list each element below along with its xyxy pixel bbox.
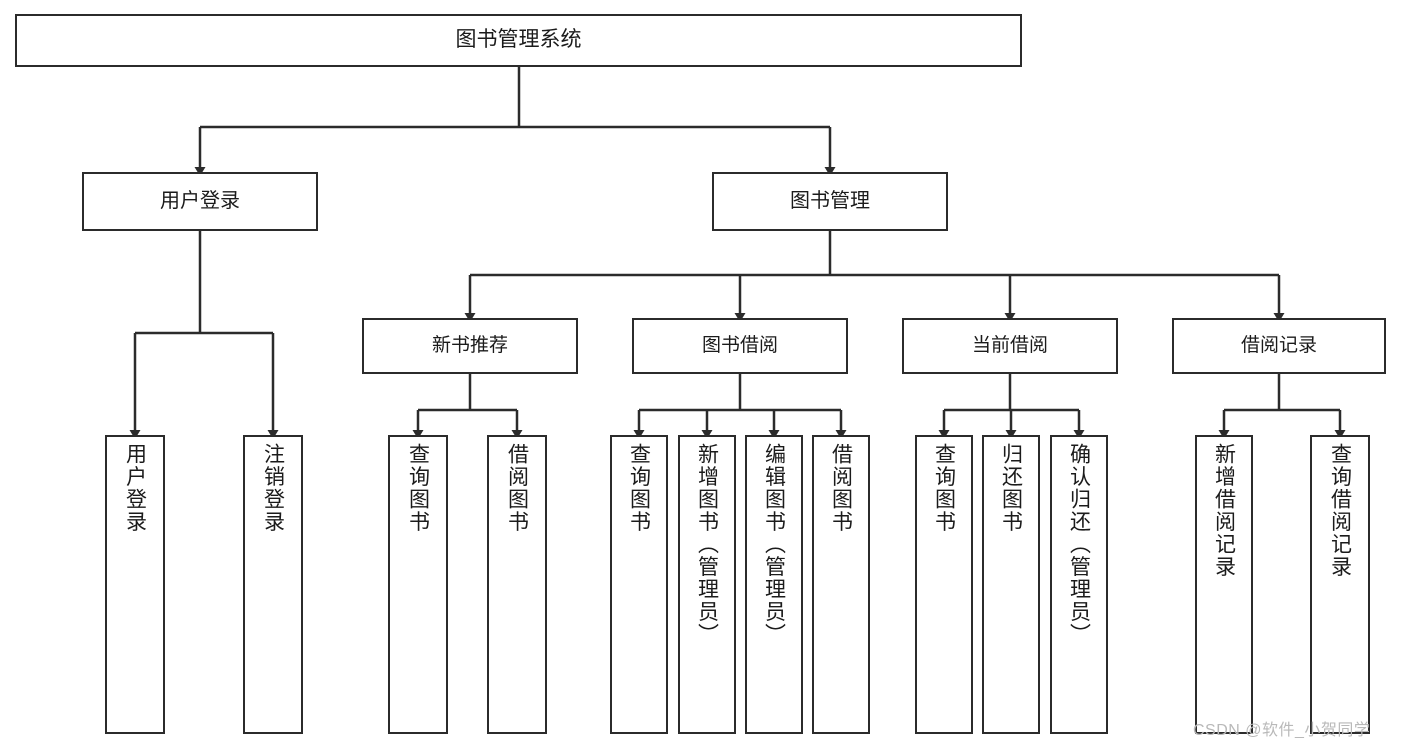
leaf-query-book-current-label: 查询图书 <box>932 443 956 533</box>
leaf-return-book[interactable]: 归还图书 <box>982 435 1040 734</box>
node-book-management[interactable]: 图书管理 <box>712 172 948 231</box>
leaf-query-borrow-record[interactable]: 查询借阅记录 <box>1310 435 1370 734</box>
leaf-query-book-recommend[interactable]: 查询图书 <box>388 435 448 734</box>
leaf-confirm-return-admin[interactable]: 确认归还（管理员） <box>1050 435 1108 734</box>
node-user-login-label: 用户登录 <box>160 189 240 212</box>
leaf-user-login[interactable]: 用户登录 <box>105 435 165 734</box>
leaf-edit-book-admin-label: 编辑图书（管理员） <box>762 443 786 646</box>
node-book-management-label: 图书管理 <box>790 189 870 212</box>
leaf-add-book-admin[interactable]: 新增图书（管理员） <box>678 435 736 734</box>
node-book-borrow[interactable]: 图书借阅 <box>632 318 848 374</box>
node-user-login[interactable]: 用户登录 <box>82 172 318 231</box>
leaf-logout-label: 注销登录 <box>261 443 285 533</box>
leaf-edit-book-admin[interactable]: 编辑图书（管理员） <box>745 435 803 734</box>
node-root-label: 图书管理系统 <box>455 28 582 52</box>
leaf-query-borrow-record-label: 查询借阅记录 <box>1328 443 1352 578</box>
node-new-book-recommend[interactable]: 新书推荐 <box>362 318 578 374</box>
leaf-query-book-current[interactable]: 查询图书 <box>915 435 973 734</box>
leaf-query-book-recommend-label: 查询图书 <box>406 443 430 533</box>
leaf-add-borrow-record[interactable]: 新增借阅记录 <box>1195 435 1253 734</box>
node-root[interactable]: 图书管理系统 <box>15 14 1022 67</box>
leaf-borrow-book-label: 借阅图书 <box>829 443 853 533</box>
leaf-add-borrow-record-label: 新增借阅记录 <box>1212 443 1236 578</box>
node-book-borrow-label: 图书借阅 <box>701 334 778 356</box>
leaf-logout[interactable]: 注销登录 <box>243 435 303 734</box>
leaf-borrow-book-recommend-label: 借阅图书 <box>505 443 529 533</box>
leaf-query-book-borrow[interactable]: 查询图书 <box>610 435 668 734</box>
node-current-borrow-label: 当前借阅 <box>971 334 1048 356</box>
leaf-borrow-book-recommend[interactable]: 借阅图书 <box>487 435 547 734</box>
leaf-confirm-return-admin-label: 确认归还（管理员） <box>1067 443 1091 646</box>
node-current-borrow[interactable]: 当前借阅 <box>902 318 1118 374</box>
leaf-query-book-borrow-label: 查询图书 <box>627 443 651 533</box>
leaf-user-login-label: 用户登录 <box>123 443 147 533</box>
watermark-text: CSDN @软件_小贺同学 <box>1193 722 1371 739</box>
leaf-add-book-admin-label: 新增图书（管理员） <box>695 443 719 646</box>
node-new-book-recommend-label: 新书推荐 <box>431 334 508 356</box>
leaf-return-book-label: 归还图书 <box>999 443 1023 533</box>
leaf-borrow-book[interactable]: 借阅图书 <box>812 435 870 734</box>
node-borrow-record[interactable]: 借阅记录 <box>1172 318 1386 374</box>
node-borrow-record-label: 借阅记录 <box>1240 334 1317 356</box>
